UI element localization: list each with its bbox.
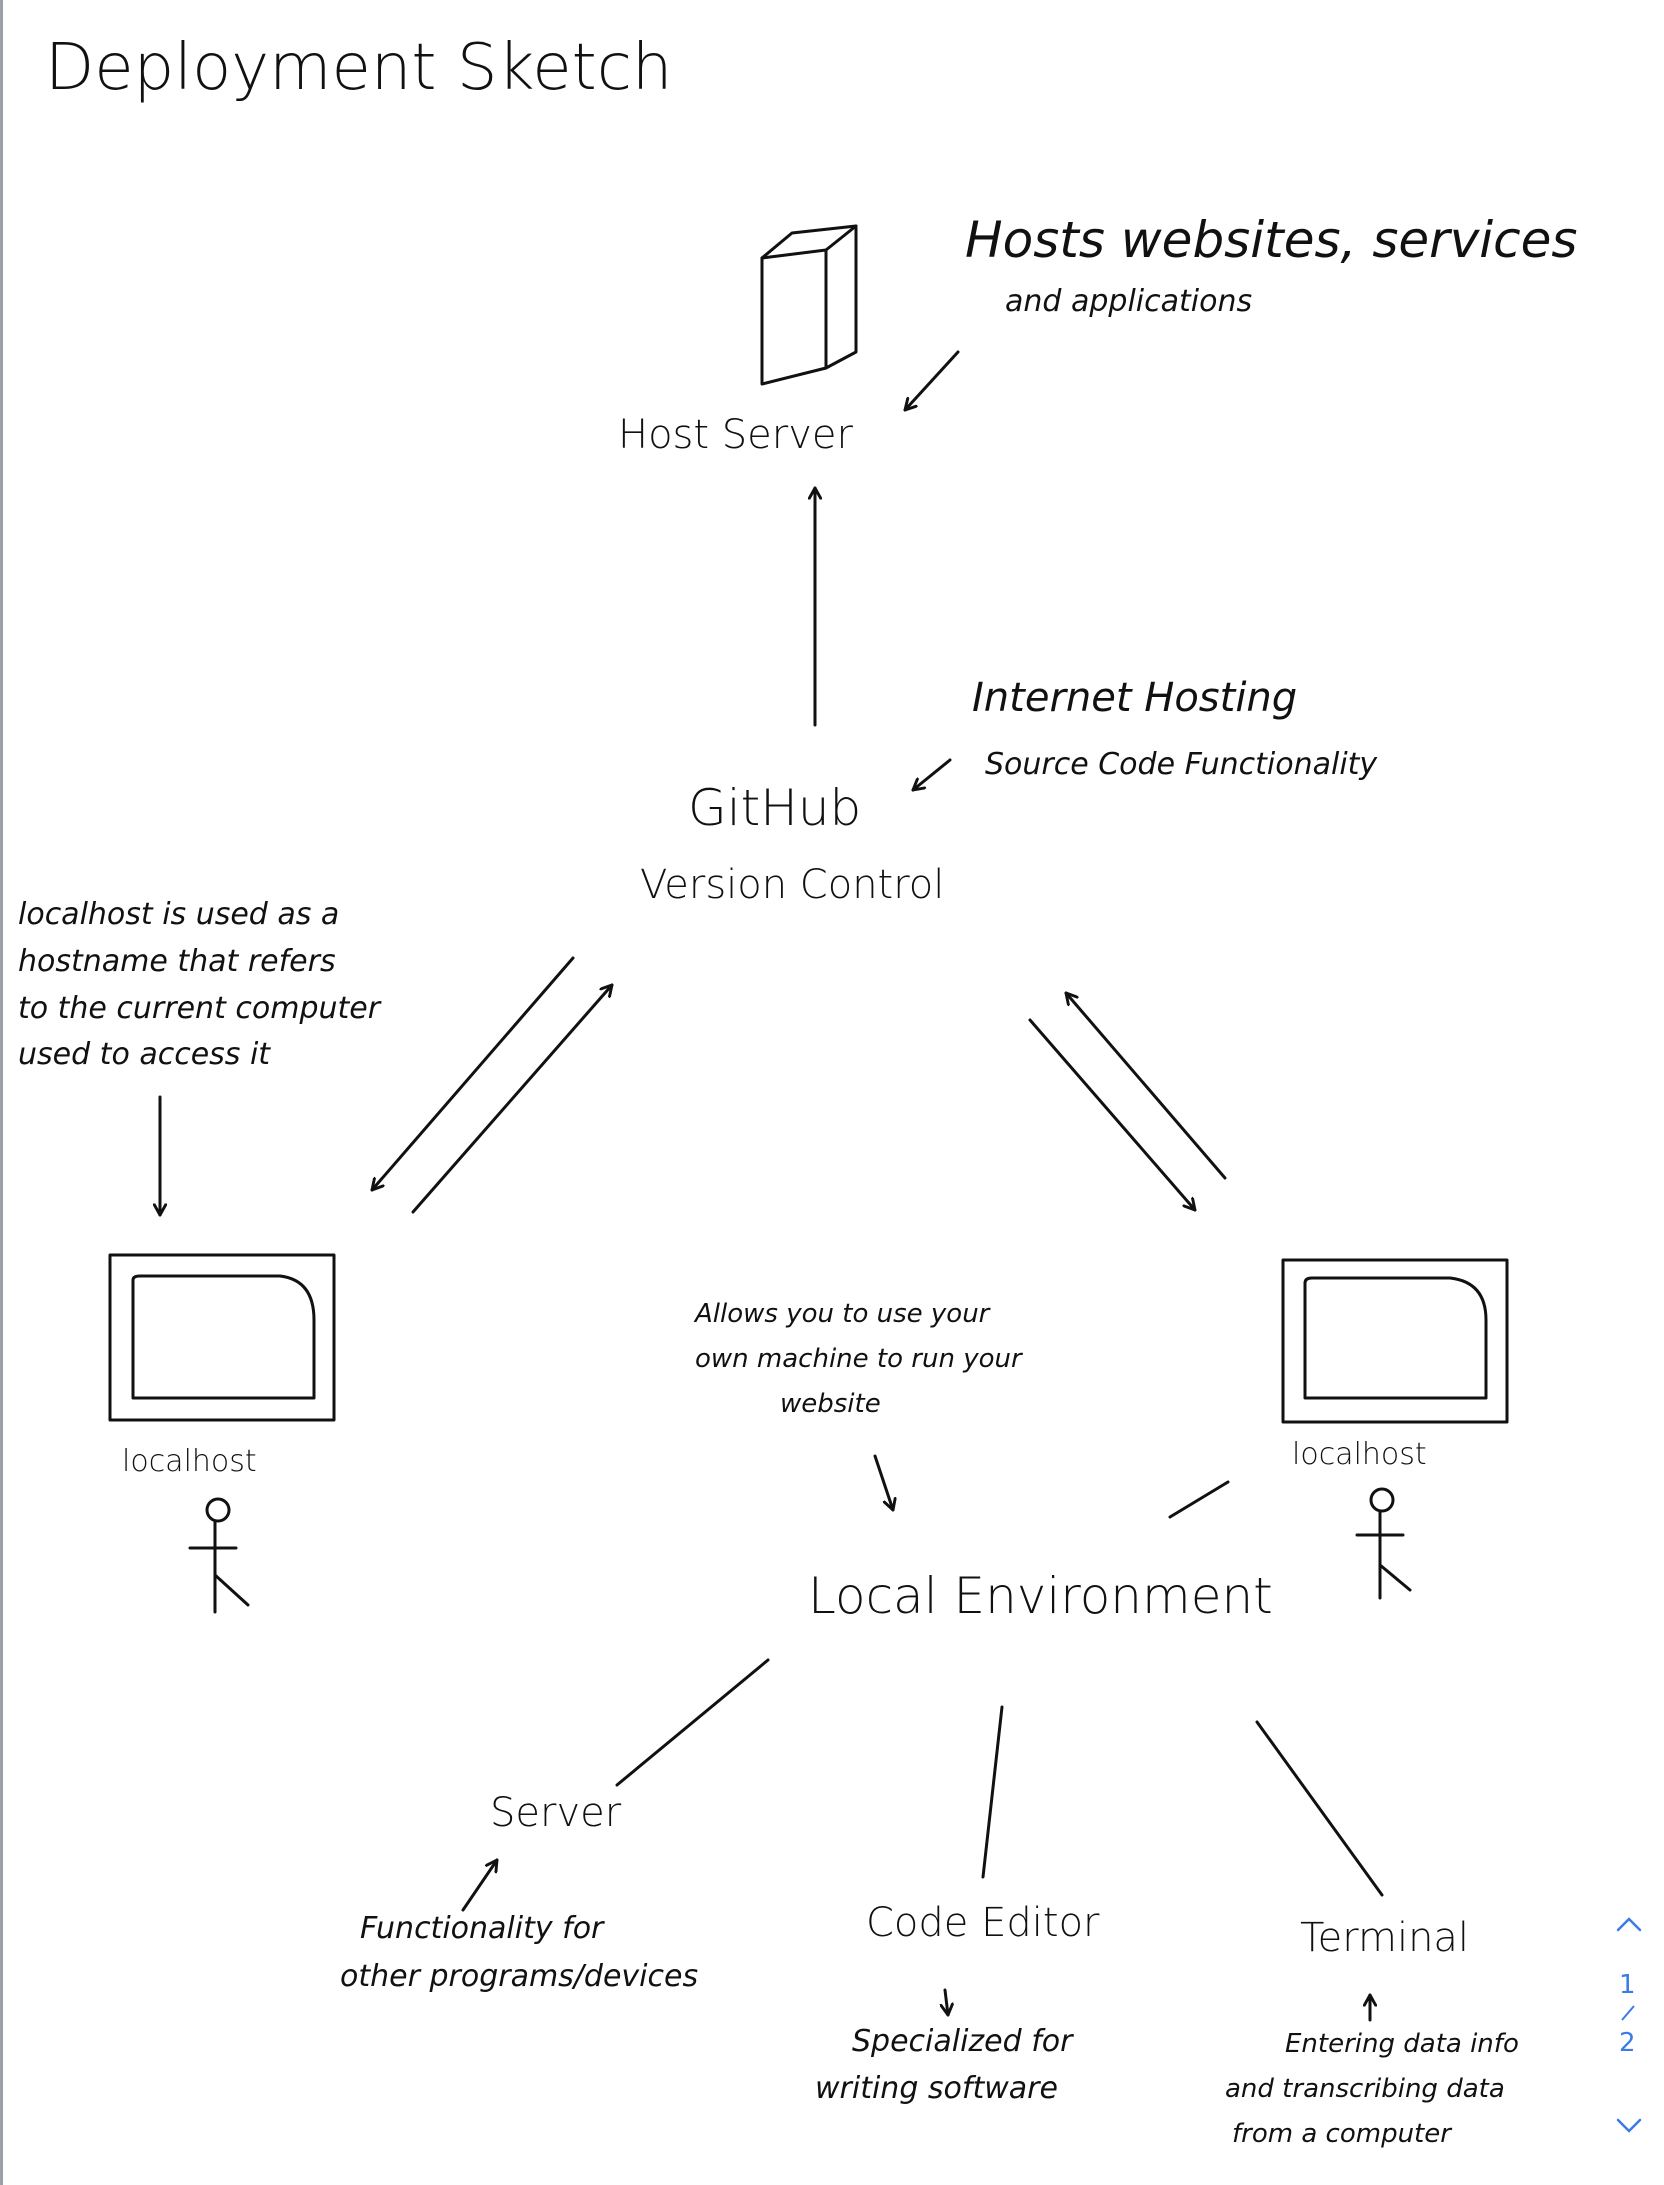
right-computer-label: localhost [1292, 1437, 1427, 1472]
host-server-note-line1: Hosts websites, services [965, 211, 1578, 269]
page-navigator: 1 2 [1574, 1910, 1664, 2150]
left-computer-label: localhost [122, 1444, 257, 1479]
left-pull-arrow [411, 983, 614, 1214]
server-box-icon [760, 224, 858, 386]
local-env-label: Local Environment [808, 1567, 1273, 1625]
total-page-number: 2 [1619, 2028, 1636, 2058]
localhost-note-line4: used to access it [18, 1037, 271, 1072]
code-editor-note-line2: writing software [815, 2071, 1058, 2106]
host-note-arrow [903, 350, 960, 412]
right-to-local-line [1168, 1480, 1230, 1519]
terminal-note-line1: Entering data info [1285, 2029, 1519, 2059]
localhost-note-line3: to the current computer [18, 991, 381, 1026]
github-note-line2: Source Code Functionality [985, 747, 1378, 782]
server-note-line2: other programs/devices [340, 1959, 699, 1994]
localhost-note-line1: localhost is used as a [18, 897, 340, 932]
local-env-note-line3: website [780, 1389, 881, 1419]
terminal-label: Terminal [1300, 1915, 1470, 1961]
server-note-line1: Functionality for [360, 1911, 604, 1946]
local-env-note-line1: Allows you to use your [695, 1299, 990, 1329]
chevron-down-icon[interactable] [1614, 2110, 1644, 2140]
right-person-icon [1355, 1487, 1412, 1600]
left-person-icon [188, 1497, 250, 1614]
left-computer-icon [108, 1253, 336, 1422]
host-server-label: Host Server [618, 412, 853, 458]
terminal-note-line3: from a computer [1232, 2119, 1451, 2149]
right-push-arrow [1028, 1018, 1197, 1212]
local-to-terminal-line [1255, 1720, 1384, 1897]
github-sublabel: Version Control [640, 862, 945, 908]
page-edge [0, 0, 3, 2185]
local-to-server-line [615, 1658, 770, 1787]
host-server-note-line2: and applications [1005, 284, 1253, 319]
page-title: Deployment Sketch [45, 31, 673, 105]
chevron-up-icon[interactable] [1614, 1910, 1644, 1940]
editor-note-arrow [945, 1988, 948, 2017]
code-editor-label: Code Editor [866, 1900, 1100, 1946]
local-to-editor-line [981, 1705, 1004, 1879]
local-note-arrow [873, 1454, 893, 1512]
right-computer-icon [1281, 1258, 1509, 1424]
server-note-arrow [461, 1858, 499, 1912]
right-pull-arrow [1064, 991, 1227, 1180]
left-push-arrow [370, 956, 575, 1192]
local-env-note-line2: own machine to run your [695, 1344, 1022, 1374]
server-label: Server [490, 1790, 622, 1836]
current-page-number: 1 [1619, 1970, 1636, 2000]
page-separator [1621, 2005, 1635, 2021]
github-note-arrow [911, 758, 952, 792]
code-editor-note-line1: Specialized for [852, 2024, 1073, 2059]
localhost-note-line2: hostname that refers [18, 944, 336, 979]
github-label: GitHub [688, 779, 862, 837]
github-note-line1: Internet Hosting [972, 675, 1298, 721]
terminal-note-line2: and transcribing data [1225, 2074, 1505, 2104]
